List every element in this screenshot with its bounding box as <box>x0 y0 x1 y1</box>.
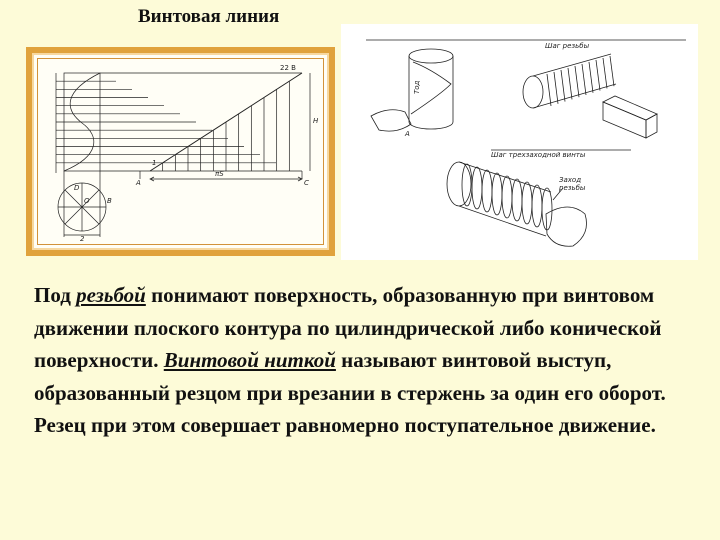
helix-drawing-frame: 22 В H πS C B O A 1 2 D <box>26 47 335 256</box>
paragraph-text-1: Под <box>34 283 77 307</box>
construction-line <box>609 55 615 87</box>
label-o: O <box>84 197 90 205</box>
label-thread-pitch: Шаг резьбы <box>545 42 590 50</box>
term-thread: резьбой <box>76 283 146 307</box>
construction-line <box>588 61 594 93</box>
label-diameter: Тод <box>413 80 421 94</box>
label-two: 2 <box>80 235 85 242</box>
thread-ridge <box>501 175 513 219</box>
thread-ridge <box>521 181 533 225</box>
thread-ridge <box>481 169 493 213</box>
construction-line <box>546 73 552 107</box>
label-multistart-pitch: Шаг трехзаходной винты <box>491 151 586 159</box>
construction-line <box>567 67 573 100</box>
paragraph-text-2: понимают поверхность, образованную при в… <box>34 283 662 373</box>
label-step: πS <box>215 170 224 178</box>
construction-line <box>595 59 601 91</box>
label-h: H <box>313 117 319 125</box>
paragraph-text-3: называют винтовой выступ, образованный р… <box>34 348 666 438</box>
thread-ridge <box>471 166 483 210</box>
slide-title: Винтовая линия <box>138 6 280 27</box>
label-one: 1 <box>152 159 156 167</box>
term-helical-thread: Винтовой ниткой <box>163 348 336 373</box>
construction-line <box>560 69 566 102</box>
label-a: A <box>135 179 141 187</box>
construction-line <box>602 57 608 89</box>
label-top-right: 22 В <box>280 64 296 72</box>
thread-ridge <box>491 172 503 216</box>
label-d: D <box>74 184 80 192</box>
label-b: B <box>107 197 112 205</box>
label-lead-2: резьбы <box>558 184 586 192</box>
thread-ridge <box>511 178 523 222</box>
label-c: C <box>304 179 309 187</box>
construction-line <box>581 63 587 96</box>
construction-line <box>553 71 559 104</box>
thread-illustrations: Шаг резьбы Шаг трехзаходной винты Заход … <box>366 39 686 247</box>
thread-ridge <box>531 184 543 228</box>
label-a-right: A <box>404 130 410 138</box>
thread-ridge <box>541 187 553 231</box>
thread-illustration-panel: Шаг резьбы Шаг трехзаходной винты Заход … <box>341 24 698 260</box>
definition-paragraph: Под резьбой понимают поверхность, образо… <box>34 279 684 442</box>
label-lead-1: Заход <box>559 176 581 184</box>
construction-line <box>574 65 580 98</box>
helix-construction-drawing: 22 В H πS C B O A 1 2 D <box>55 64 319 242</box>
